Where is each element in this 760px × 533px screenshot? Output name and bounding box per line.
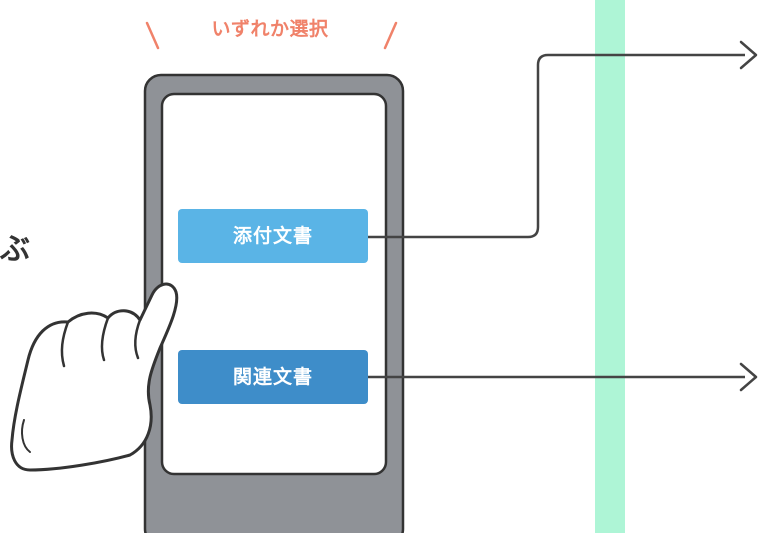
pointing-hand-icon: [10, 282, 179, 472]
connector-line-attached: [368, 53, 745, 239]
device-screen: [160, 92, 388, 476]
accent-slash-right: [383, 21, 398, 50]
accent-slash-left: [145, 21, 160, 50]
device: [143, 73, 405, 533]
partial-side-text: ぶ: [0, 232, 30, 267]
choose-one-label: いずれか選択: [211, 18, 329, 40]
chevron-right-icon: [739, 362, 758, 392]
chevron-right-icon: [739, 40, 758, 70]
attached-documents-button[interactable]: 添付文書: [178, 209, 368, 263]
divider-band: [595, 0, 625, 533]
related-documents-button[interactable]: 関連文書: [178, 350, 368, 404]
